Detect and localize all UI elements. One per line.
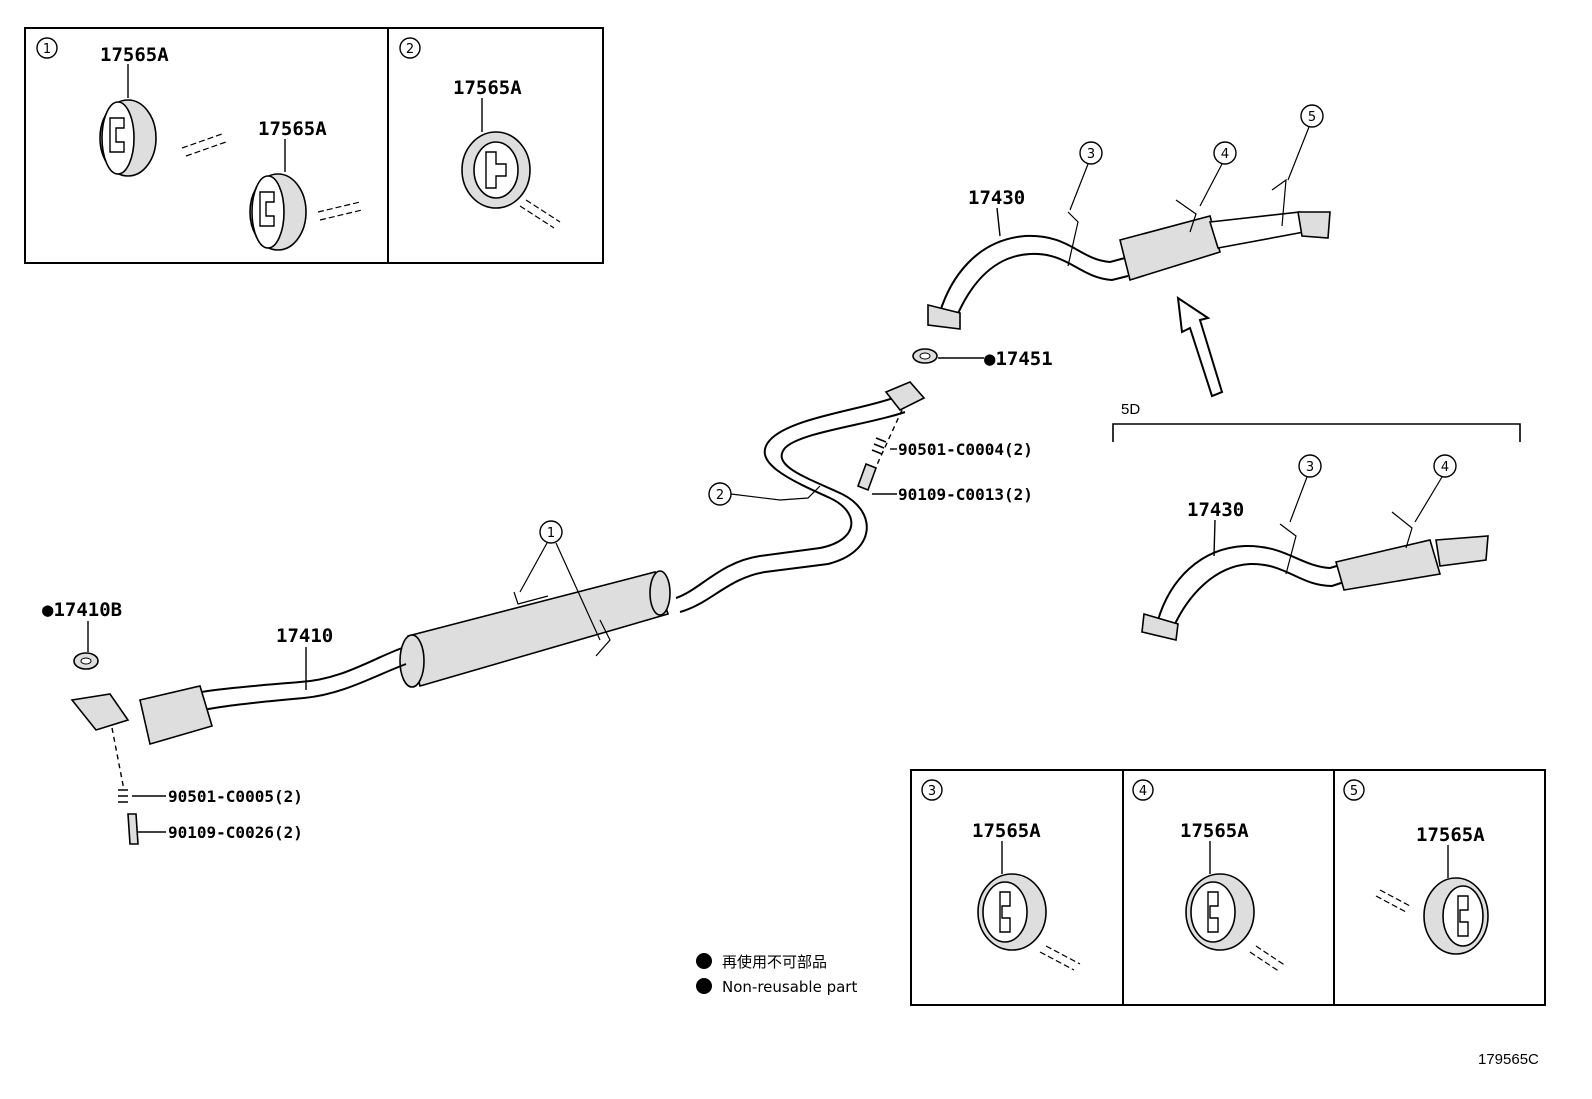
box5-index: 5 [1350,784,1358,799]
front-pipe-label-group: 17410 [276,625,333,690]
box4-index: 4 [1139,784,1147,799]
box2-label: 17565A [453,77,522,99]
box1-index: 1 [43,42,51,57]
spring-front-label: 90501-C0005(2) [168,787,303,806]
bolt-front-label: 90109-C0026(2) [168,823,303,842]
svg-text:5: 5 [1308,110,1316,125]
tail-pipe-5d-label: 17430 [1187,499,1244,521]
spring-rear-label: 90501-C0004(2) [898,440,1033,459]
svg-text:4: 4 [1221,147,1229,162]
legend-jp: 再使用不可部品 [722,953,827,971]
rubber-hanger-icon [1185,873,1255,951]
up-arrow-icon [1176,295,1224,398]
rubber-hanger-icon [99,99,157,177]
callout-2: 2 [708,482,781,506]
rear-fasteners: 90501-C0004(2) 90109-C0013(2) [856,409,1033,504]
svg-text:3: 3 [1087,147,1095,162]
box4-label: 17565A [1180,820,1249,842]
box5-label: 17565A [1416,824,1485,846]
detail-box-3: 3 17565A [910,769,1124,1006]
figure-code: 179565C [1478,1051,1539,1068]
front-pipe-label: 17410 [276,625,333,647]
bolt-rear-label: 90109-C0013(2) [898,485,1033,504]
rubber-hanger-icon [1423,877,1489,955]
gasket-rear: ●17451 [912,348,1053,370]
rubber-hanger-icon [249,173,307,251]
bullet-icon [696,978,712,994]
callout-3-main: 3 [1069,141,1103,211]
rubber-hanger-icon [977,873,1047,951]
rubber-hanger-icon [461,131,531,209]
box1-label-b: 17565A [258,118,327,140]
gasket-front-label: ●17410B [42,599,122,621]
center-pipe-assembly [70,381,926,746]
detail-box-2: 2 17565A [387,27,604,264]
callout-4-main: 4 [1199,141,1237,207]
callout-1: 1 [519,520,601,641]
legend: 再使用不可部品 Non-reusable part [696,953,857,996]
tail-pipe-main-label: 17430 [968,187,1025,209]
svg-text:1: 1 [547,526,555,541]
variant-label: 5D [1121,401,1140,418]
detail-box-5: 5 17565A [1333,769,1546,1006]
svg-text:4: 4 [1441,460,1449,475]
detail-box-1: 1 17565A 17565A [24,27,389,264]
box3-label: 17565A [972,820,1041,842]
gasket-front: ●17410B [42,599,122,670]
front-fasteners: 90501-C0005(2) 90109-C0026(2) [111,727,303,845]
variant-5d: 5D 17430 [1112,401,1521,641]
callout-4-5d: 4 [1414,454,1457,523]
box2-index: 2 [406,42,414,57]
callout-3-5d: 3 [1289,454,1322,523]
svg-text:2: 2 [716,488,724,503]
box1-label-a: 17565A [100,44,169,66]
tail-pipe-assembly: 17430 [927,178,1331,330]
detail-box-4: 4 17565A [1122,769,1335,1006]
svg-text:3: 3 [1306,460,1314,475]
legend-en: Non-reusable part [722,978,857,996]
callout-5-main: 5 [1287,104,1324,181]
gasket-rear-label: ●17451 [984,348,1053,370]
box3-index: 3 [928,784,936,799]
bullet-icon [696,953,712,969]
